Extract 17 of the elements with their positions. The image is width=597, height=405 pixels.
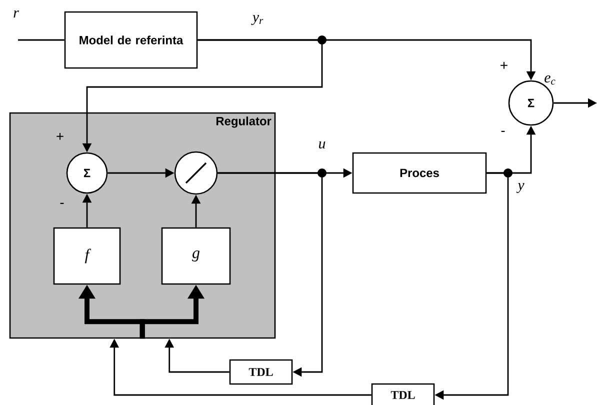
divider-circle — [174, 151, 218, 195]
block-box: g — [161, 227, 231, 285]
block-box: Model de referinta — [64, 11, 198, 69]
signal-label: - — [501, 130, 505, 132]
signal-label: u — [319, 141, 326, 149]
signal-label: + — [500, 62, 508, 69]
block-box: TDL — [229, 359, 293, 385]
block-box: f — [53, 227, 121, 285]
block-box: TDL — [371, 383, 435, 405]
summing-junction: Σ — [66, 152, 108, 194]
block-box: Proces — [352, 152, 487, 194]
signal-label: y$_{r}$ — [251, 14, 264, 26]
signal-label: y — [516, 182, 524, 194]
signal-label: - — [60, 202, 64, 204]
signal-label: r — [14, 10, 19, 18]
arrow — [218, 172, 323, 377]
signal-label: + — [56, 132, 64, 140]
